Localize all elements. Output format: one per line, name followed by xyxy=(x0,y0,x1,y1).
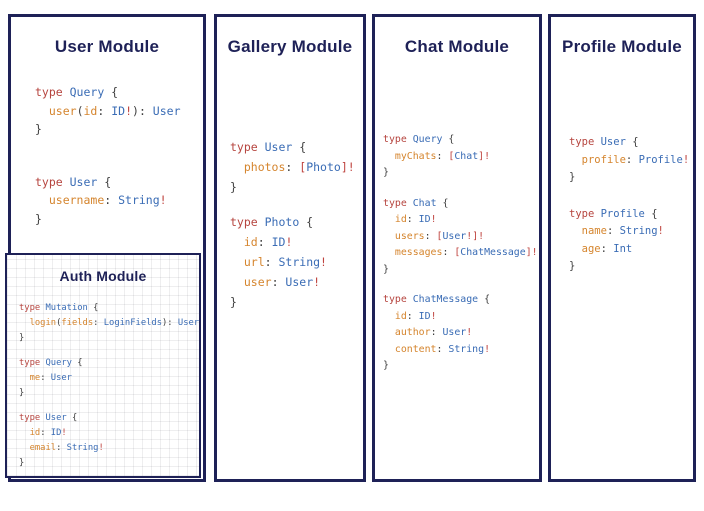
code-block: type Query { user(id: ID!): User} xyxy=(35,83,181,139)
code-block: type Query { me: User} xyxy=(19,356,199,401)
module-title-gallery: Gallery Module xyxy=(227,37,353,56)
code-line: id: ID! xyxy=(29,428,67,438)
code-line: } xyxy=(383,167,389,178)
code-area-user: type Query { user(id: ID!): User}type Us… xyxy=(35,83,181,262)
module-title-user: User Module xyxy=(54,37,160,56)
code-block: type Query { myChats: [Chat]!} xyxy=(383,132,538,182)
code-line: type User { xyxy=(35,174,112,189)
module-title-profile: Profile Module xyxy=(562,37,682,56)
code-line: id: ID! xyxy=(394,214,437,225)
code-line: type Photo { xyxy=(230,215,314,229)
code-line: type User { xyxy=(19,413,78,423)
code-block: type User { photos: [Photo]!} xyxy=(230,137,355,197)
code-line: } xyxy=(19,458,25,468)
module-title-auth: Auth Module xyxy=(59,268,147,284)
code-line: me: User xyxy=(29,373,72,383)
code-line: } xyxy=(569,260,576,272)
code-line: email: String! xyxy=(29,443,104,453)
code-line: } xyxy=(383,263,389,275)
code-block: type Mutation { login(fields: LoginField… xyxy=(19,301,199,346)
code-line: users: [User!]! xyxy=(394,230,485,242)
code-line: content: String! xyxy=(394,343,491,355)
code-line: type User { xyxy=(230,140,307,154)
code-line: author: User! xyxy=(394,327,473,338)
code-line: age: Int xyxy=(581,242,633,255)
code-line: type Query { xyxy=(19,358,83,368)
code-area-profile: type User { profile: Profile!}type Profi… xyxy=(569,134,689,295)
code-line: } xyxy=(19,333,25,343)
code-line: } xyxy=(35,211,42,226)
code-line: messages: [ChatMessage]! xyxy=(394,247,538,258)
code-line: } xyxy=(230,180,237,194)
code-line: user: User! xyxy=(243,275,321,289)
code-line: type Mutation { xyxy=(19,303,99,313)
code-line: login(fields: LoginFields): User xyxy=(29,318,200,328)
code-line: type Query { xyxy=(35,85,119,99)
module-box-auth: Auth Module type Mutation { login(fields… xyxy=(5,253,201,478)
code-line: } xyxy=(383,360,389,371)
module-box-gallery: Gallery Module type User { photos: [Phot… xyxy=(214,14,366,482)
code-block: type User { username: String!} xyxy=(35,173,181,229)
code-line: } xyxy=(19,388,25,398)
code-line: type Profile { xyxy=(569,207,658,220)
code-line: photos: [Photo]! xyxy=(243,160,355,174)
code-line: type ChatMessage { xyxy=(383,294,491,305)
code-block: type Photo { id: ID! url: String! user: … xyxy=(230,212,355,312)
code-line: } xyxy=(569,171,576,183)
code-block: type ChatMessage { id: ID! author: User!… xyxy=(383,292,538,375)
code-block: type User { id: ID! email: String!} xyxy=(19,411,199,471)
code-line: url: String! xyxy=(243,255,327,269)
code-line: id: ID! xyxy=(243,235,293,249)
code-line: id: ID! xyxy=(394,310,437,322)
code-block: type Profile { name: String! age: Int} xyxy=(569,206,689,276)
code-line: } xyxy=(35,122,42,136)
code-line: name: String! xyxy=(581,225,664,237)
code-line: type Chat { xyxy=(383,197,449,209)
code-area-auth: type Mutation { login(fields: LoginField… xyxy=(19,301,199,481)
code-line: username: String! xyxy=(48,193,167,207)
module-title-chat: Chat Module xyxy=(404,37,510,56)
code-line: type User { xyxy=(569,136,639,148)
code-line: user(id: ID!): User xyxy=(48,103,181,118)
code-block: type Chat { id: ID! users: [User!]! mess… xyxy=(383,196,538,279)
code-line: } xyxy=(230,295,237,309)
code-block: type User { profile: Profile!} xyxy=(569,134,689,187)
code-line: profile: Profile! xyxy=(581,153,690,166)
code-line: myChats: [Chat]! xyxy=(394,150,491,162)
module-box-profile: Profile Module type User { profile: Prof… xyxy=(548,14,696,482)
module-box-chat: Chat Module type Query { myChats: [Chat]… xyxy=(372,14,542,482)
code-area-chat: type Query { myChats: [Chat]!}type Chat … xyxy=(383,132,538,389)
code-line: type Query { xyxy=(383,134,455,145)
code-area-gallery: type User { photos: [Photo]!}type Photo … xyxy=(230,137,355,327)
